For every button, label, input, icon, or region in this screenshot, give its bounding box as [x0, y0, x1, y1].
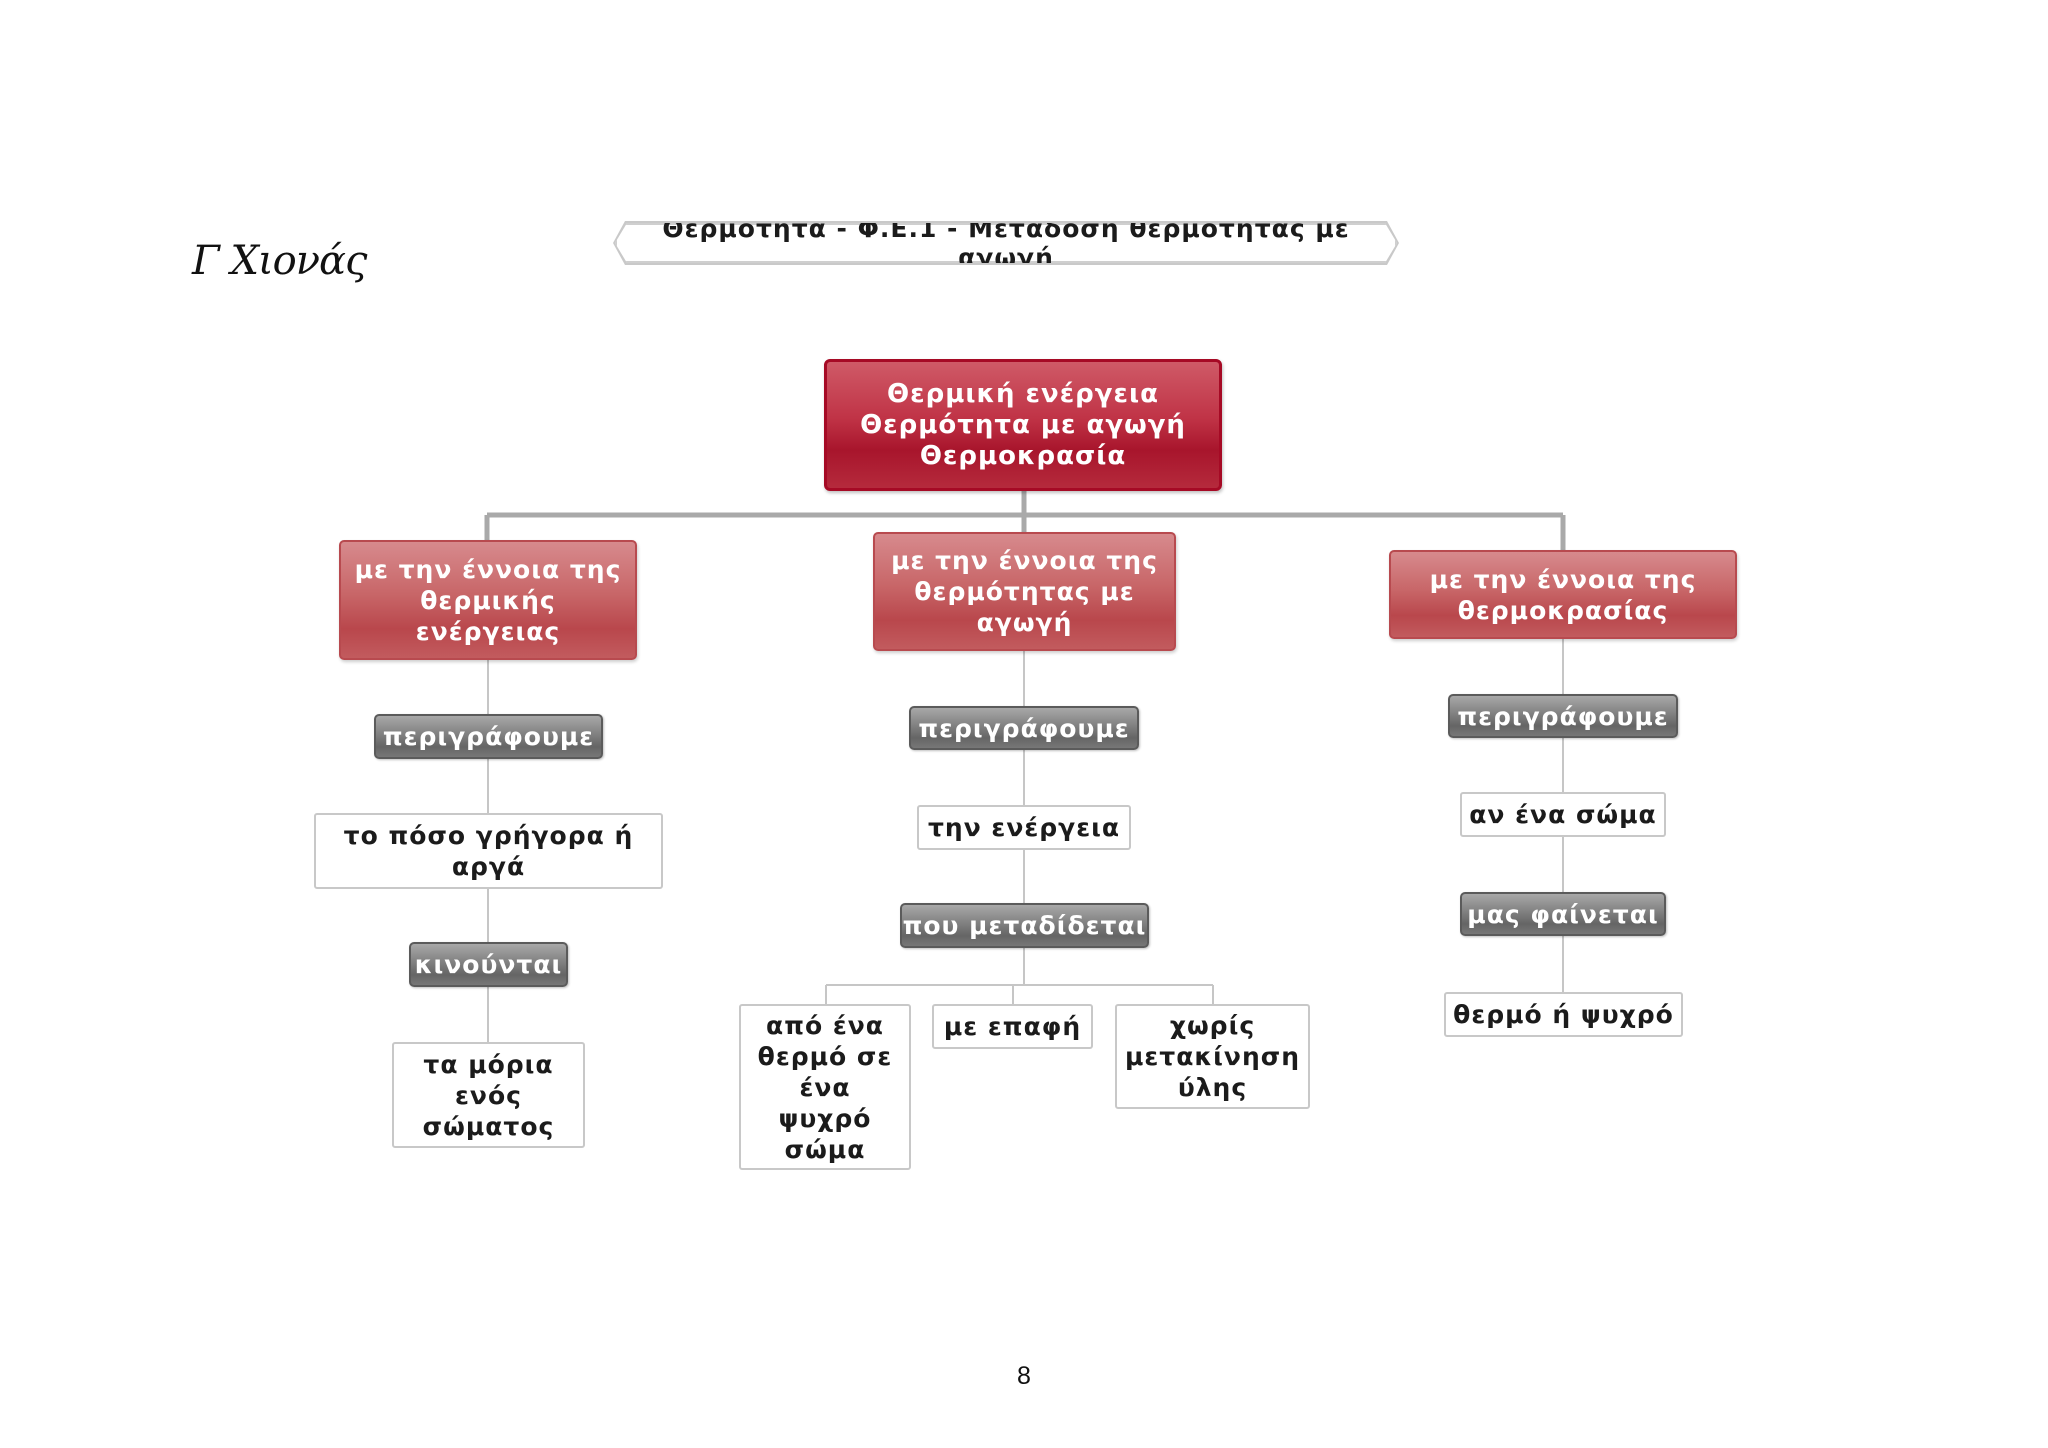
verb-describe-left: περιγράφουμε — [374, 714, 603, 759]
verb-seems: μας φαίνεται — [1460, 892, 1666, 936]
leaf-without-matter-movement: χωρίς μετακίνηση ύλης — [1115, 1004, 1310, 1109]
main-connectors — [484, 491, 1566, 551]
leaf-how-fast-or-slow: το πόσο γρήγορα ή αργά — [314, 813, 663, 889]
leaf-the-energy: την ενέργεια — [917, 805, 1131, 850]
page-number: 8 — [1017, 1362, 1031, 1390]
author-signature: Γ Χιονάς — [192, 238, 367, 284]
branch-temperature: με την έννοια της θερμοκρασίας — [1389, 550, 1737, 639]
branch-thermal-energy: με την έννοια της θερμικής ενέργειας — [339, 540, 637, 660]
verb-describe-middle: περιγράφουμε — [909, 706, 1139, 750]
leaf-from-hot-to-cold: από ένα θερμό σε ένα ψυχρό σώμα — [739, 1004, 911, 1170]
diagram-title: Θερμότητα - Φ.Ε.1 - Μετάδοση θερμότητας … — [615, 223, 1397, 263]
verb-transferred: που μεταδίδεται — [900, 903, 1149, 948]
leaf-if-a-body: αν ένα σώμα — [1460, 792, 1666, 837]
leaf-hot-or-cold: θερμό ή ψυχρό — [1444, 992, 1683, 1037]
verb-describe-right: περιγράφουμε — [1448, 694, 1678, 738]
root-node: Θερμική ενέργεια Θερμότητα με αγωγή Θερμ… — [824, 359, 1222, 491]
verb-move: κινούνται — [409, 942, 568, 987]
leaf-by-contact: με επαφή — [932, 1004, 1093, 1049]
leaf-particles-of-body: τα μόρια ενός σώματος — [392, 1042, 585, 1148]
branch-heat-conduction: με την έννοια της θερμότητας με αγωγή — [873, 532, 1176, 651]
